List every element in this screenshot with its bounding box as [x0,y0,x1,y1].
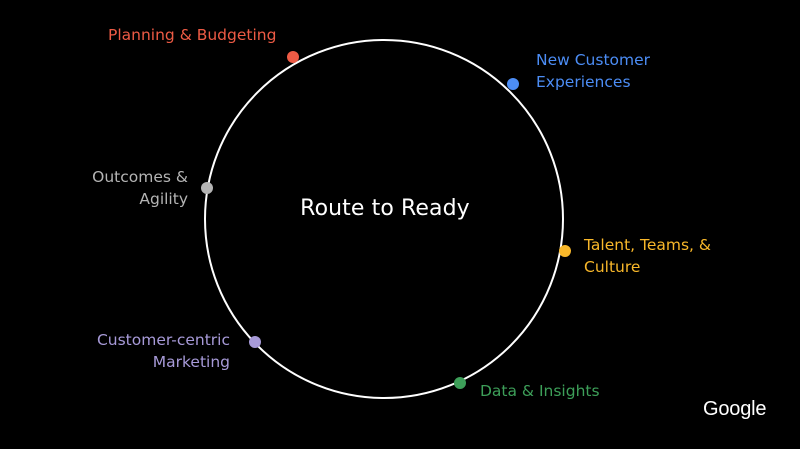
talent-dot [559,245,571,257]
label-talent-teams-culture: Talent, Teams, & Culture [584,234,784,278]
label-planning-budgeting: Planning & Budgeting [108,24,288,46]
data-dot [454,377,466,389]
diagram-title: Route to Ready [300,196,470,221]
label-line: Customer-centric [96,331,230,349]
label-line: Talent, Teams, & [584,236,711,254]
label-line: Experiences [536,73,631,91]
label-outcomes-agility: Outcomes & Agility [40,166,188,210]
label-customer-centric-marketing: Customer-centric Marketing [40,329,230,373]
label-line: Culture [584,258,641,276]
marketing-dot [249,336,261,348]
route-ring [204,39,564,399]
new-cust-dot [507,78,519,90]
label-line: Planning & Budgeting [108,26,277,44]
label-new-customer-experiences: New Customer Experiences [536,49,716,93]
label-data-insights: Data & Insights [480,380,680,402]
label-line: New Customer [536,51,651,69]
google-logo: Google [703,398,767,420]
planning-dot [287,51,299,63]
outcomes-dot [201,182,213,194]
label-line: Agility [139,190,188,208]
label-line: Marketing [152,353,230,371]
label-line: Data & Insights [480,382,600,400]
label-line: Outcomes & [92,168,188,186]
